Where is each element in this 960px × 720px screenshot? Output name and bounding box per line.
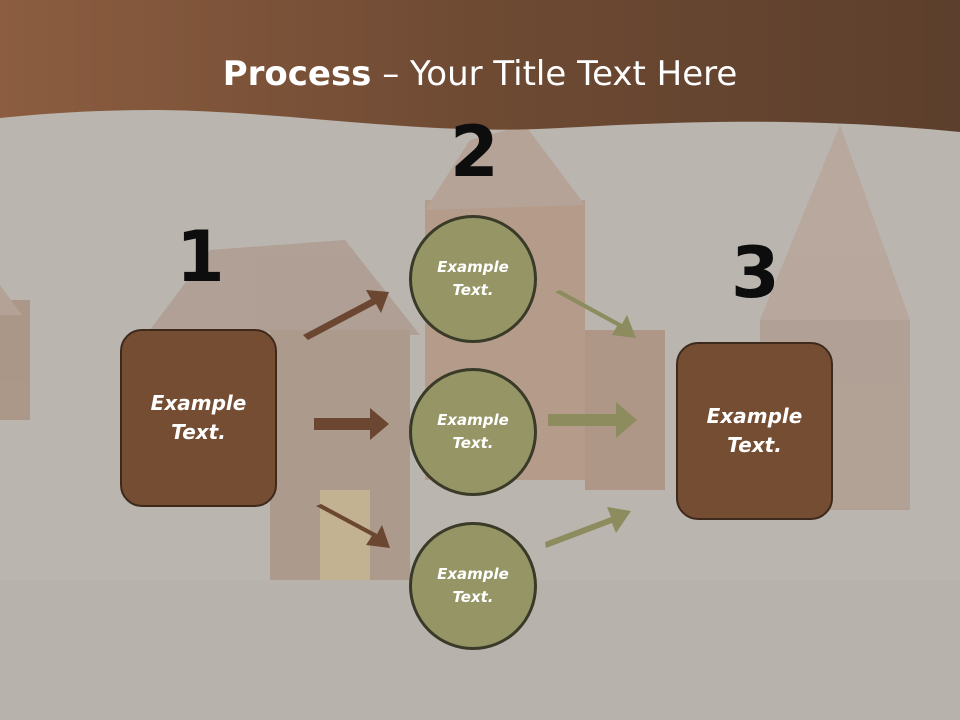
step-circle-1: Example Text. xyxy=(409,215,537,343)
arrow-from-circle-1 xyxy=(555,290,636,338)
step-circle-2-label: Example Text. xyxy=(437,411,509,452)
title-rest: – Your Title Text Here xyxy=(371,54,738,94)
step-number-1: 1 xyxy=(176,216,225,298)
step-circle-2: Example Text. xyxy=(409,368,537,496)
arrow-from-circle-2 xyxy=(548,402,637,438)
step-circle-1-label: Example Text. xyxy=(437,258,509,299)
step-box-1-label: Example Text. xyxy=(150,391,247,444)
header-band xyxy=(0,0,960,132)
arrow-to-circle-3 xyxy=(316,504,390,548)
step-circle-3: Example Text. xyxy=(409,522,537,650)
arrows-right xyxy=(545,290,637,548)
step-box-3: Example Text. xyxy=(676,342,833,520)
arrow-from-circle-3 xyxy=(545,507,631,548)
title-bold: Process xyxy=(222,54,372,94)
step-box-3-label: Example Text. xyxy=(706,404,803,457)
arrows-left xyxy=(303,290,390,548)
slide-title: Process – Your Title Text Here xyxy=(0,52,960,96)
arrow-to-circle-2 xyxy=(314,408,389,440)
arrow-to-circle-1 xyxy=(303,290,389,340)
step-number-2: 2 xyxy=(450,111,499,193)
step-circle-3-label: Example Text. xyxy=(437,565,509,606)
step-box-1: Example Text. xyxy=(120,329,277,507)
step-number-3: 3 xyxy=(731,232,780,314)
